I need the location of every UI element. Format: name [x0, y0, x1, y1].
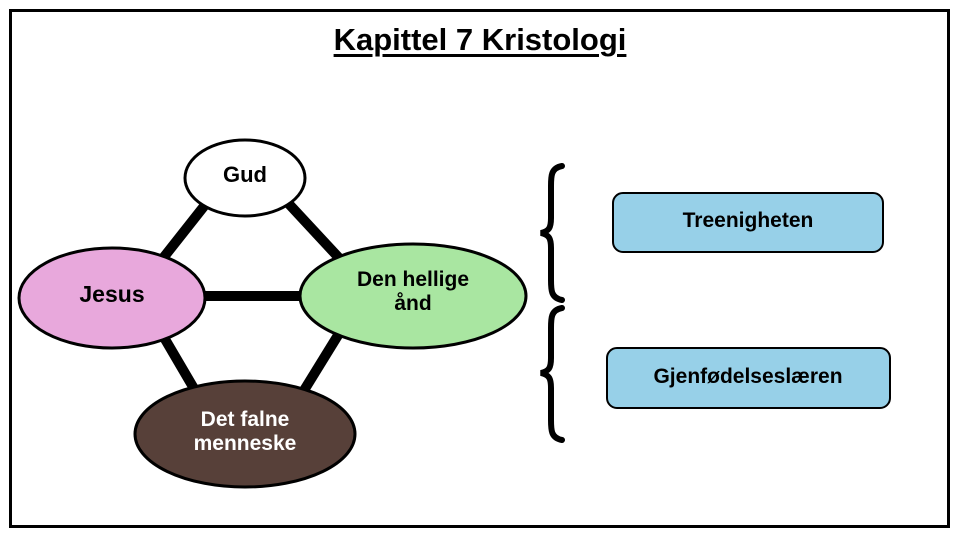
node-den-hellige-and[interactable] — [298, 242, 528, 350]
callout-gjenfodelseslaeren[interactable] — [606, 347, 891, 409]
edge-group — [156, 199, 345, 395]
node-jesus[interactable] — [17, 246, 207, 350]
node-gud[interactable] — [183, 138, 307, 218]
edge-jesus-det-falne-menneske — [157, 331, 201, 395]
callout-treenigheten[interactable] — [612, 192, 884, 253]
edge-gud-den-hellige-and — [284, 199, 344, 263]
node-det-falne-menneske[interactable] — [133, 379, 357, 489]
edge-gud-jesus — [156, 201, 209, 266]
brace-top — [540, 163, 565, 303]
edge-den-hellige-and-det-falne-menneske — [298, 329, 345, 395]
brace-bottom — [540, 305, 565, 443]
page-title: Kapittel 7 Kristologi — [333, 22, 627, 57]
